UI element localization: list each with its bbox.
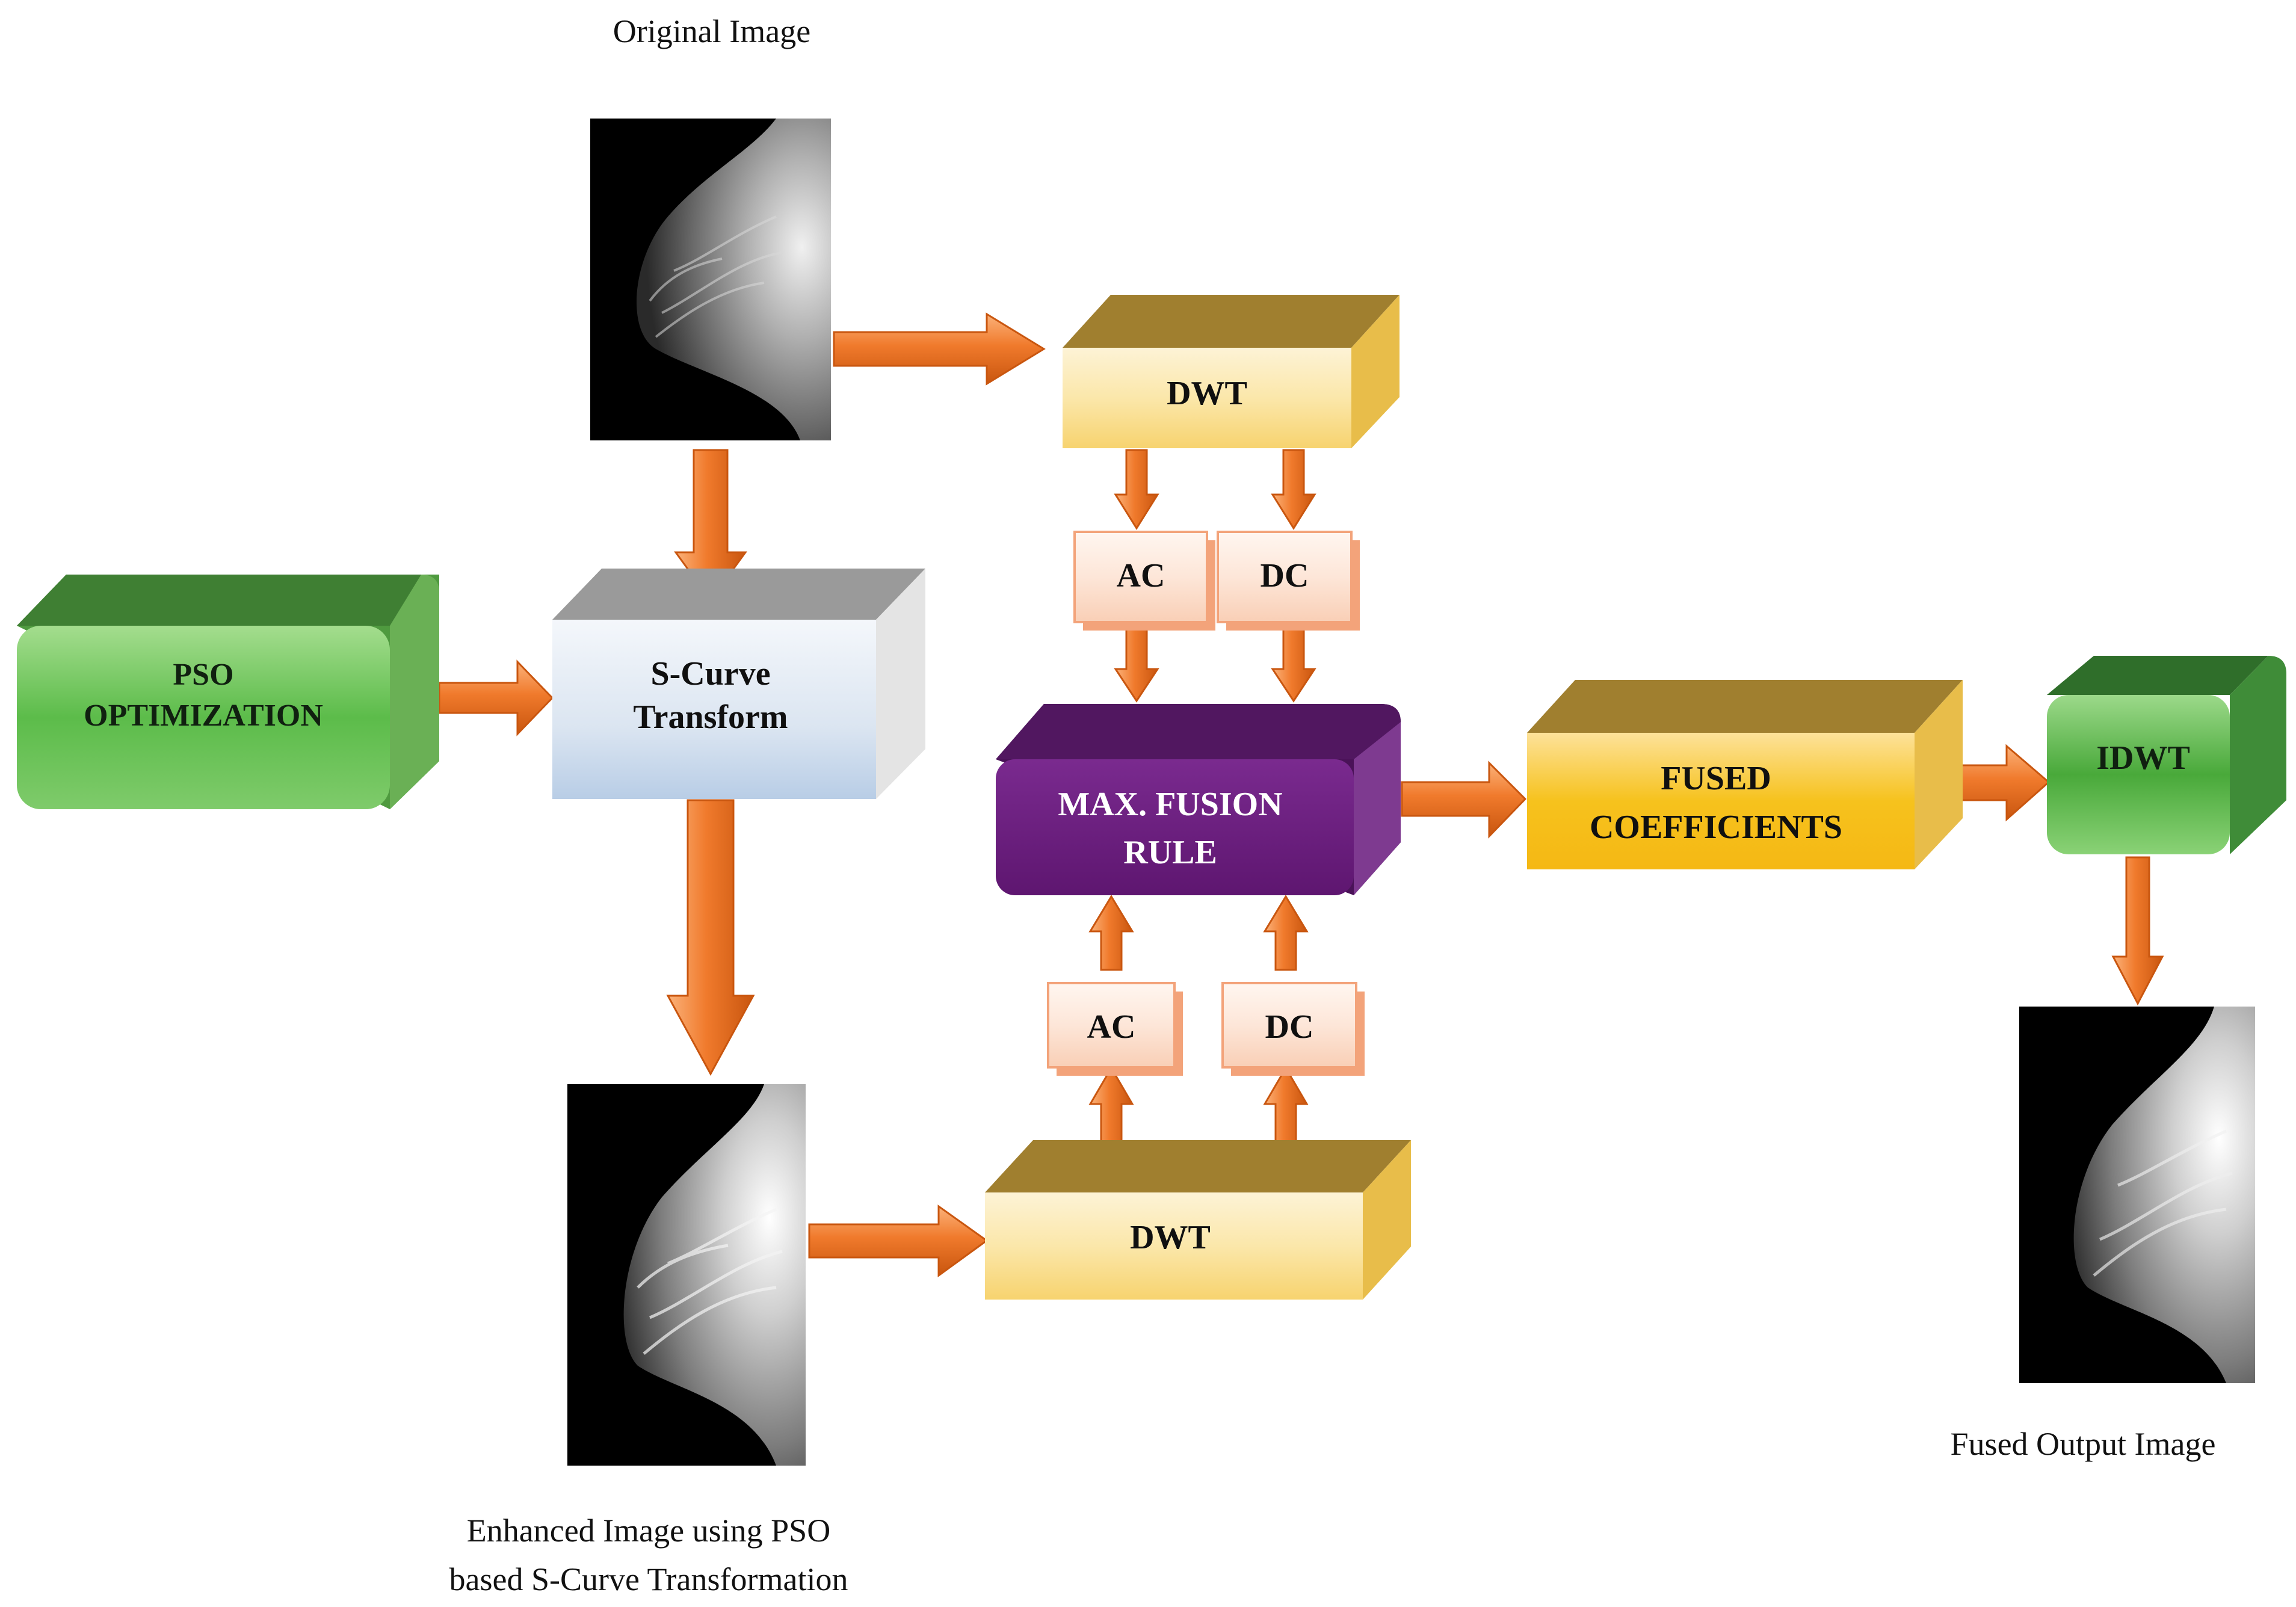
scurve-label-line2: Transform bbox=[633, 699, 788, 736]
dwt-top-block: DWT bbox=[1063, 295, 1400, 448]
arrow-fusion-to-fused bbox=[1401, 760, 1527, 839]
fused-label-line2: COEFFICIENTS bbox=[1590, 809, 1842, 846]
dc-top-label: DC bbox=[1261, 557, 1309, 594]
scurve-label-line1: S-Curve bbox=[650, 655, 770, 692]
ac-top-box: AC bbox=[1073, 531, 1215, 631]
caption-fused-output: Fused Output Image bbox=[1951, 1426, 2216, 1462]
arrow-dwt-to-ac-bottom bbox=[1088, 1066, 1134, 1143]
enhanced-image bbox=[567, 1084, 806, 1466]
pso-optimization-block: PSO OPTIMIZATION bbox=[17, 575, 439, 809]
fusion-label-line2: RULE bbox=[1123, 834, 1217, 871]
dwt-top-label: DWT bbox=[1167, 375, 1247, 412]
pso-label-line1: PSO bbox=[173, 658, 233, 692]
dc-bottom-box: DC bbox=[1221, 982, 1365, 1076]
arrow-ac-bottom-to-fusion bbox=[1088, 895, 1134, 971]
dwt-bottom-label: DWT bbox=[1130, 1219, 1211, 1256]
arrow-pso-to-scurve bbox=[438, 659, 554, 736]
fused-label-line1: FUSED bbox=[1661, 760, 1771, 797]
dc-bottom-label: DC bbox=[1265, 1008, 1314, 1046]
pso-label-line2: OPTIMIZATION bbox=[84, 699, 323, 733]
s-curve-transform-block: S-Curve Transform bbox=[552, 569, 925, 799]
ac-top-label: AC bbox=[1117, 557, 1165, 594]
fused-output-image bbox=[2019, 1007, 2255, 1383]
arrow-dwt-to-dc-bottom bbox=[1263, 1066, 1309, 1143]
original-image bbox=[590, 119, 831, 440]
fused-coefficients-block: FUSED COEFFICIENTS bbox=[1527, 680, 1963, 869]
arrow-scurve-to-enhanced bbox=[666, 799, 755, 1076]
max-fusion-rule-block: MAX. FUSION RULE bbox=[996, 704, 1401, 895]
caption-enhanced-line1: Enhanced Image using PSO bbox=[467, 1513, 830, 1549]
arrow-ac-top-to-fusion bbox=[1114, 625, 1159, 703]
caption-enhanced-line2: based S-Curve Transformation bbox=[449, 1561, 848, 1597]
arrow-dwt-to-dc-top bbox=[1271, 449, 1316, 530]
arrow-dc-top-to-fusion bbox=[1271, 625, 1316, 703]
arrow-dwt-to-ac-top bbox=[1114, 449, 1159, 530]
ac-bottom-label: AC bbox=[1087, 1008, 1136, 1046]
fusion-label-line1: MAX. FUSION bbox=[1058, 786, 1282, 823]
dc-top-box: DC bbox=[1217, 531, 1360, 631]
ac-bottom-box: AC bbox=[1047, 982, 1183, 1076]
dwt-bottom-block: DWT bbox=[985, 1140, 1411, 1300]
idwt-label: IDWT bbox=[2096, 739, 2190, 777]
arrow-enhanced-to-dwt bbox=[808, 1204, 989, 1277]
idwt-block: IDWT bbox=[2047, 656, 2286, 854]
arrow-original-to-dwt bbox=[833, 312, 1046, 386]
caption-original-image: Original Image bbox=[613, 13, 810, 49]
arrow-dc-bottom-to-fusion bbox=[1263, 895, 1309, 971]
arrow-idwt-to-output bbox=[2111, 856, 2164, 1006]
